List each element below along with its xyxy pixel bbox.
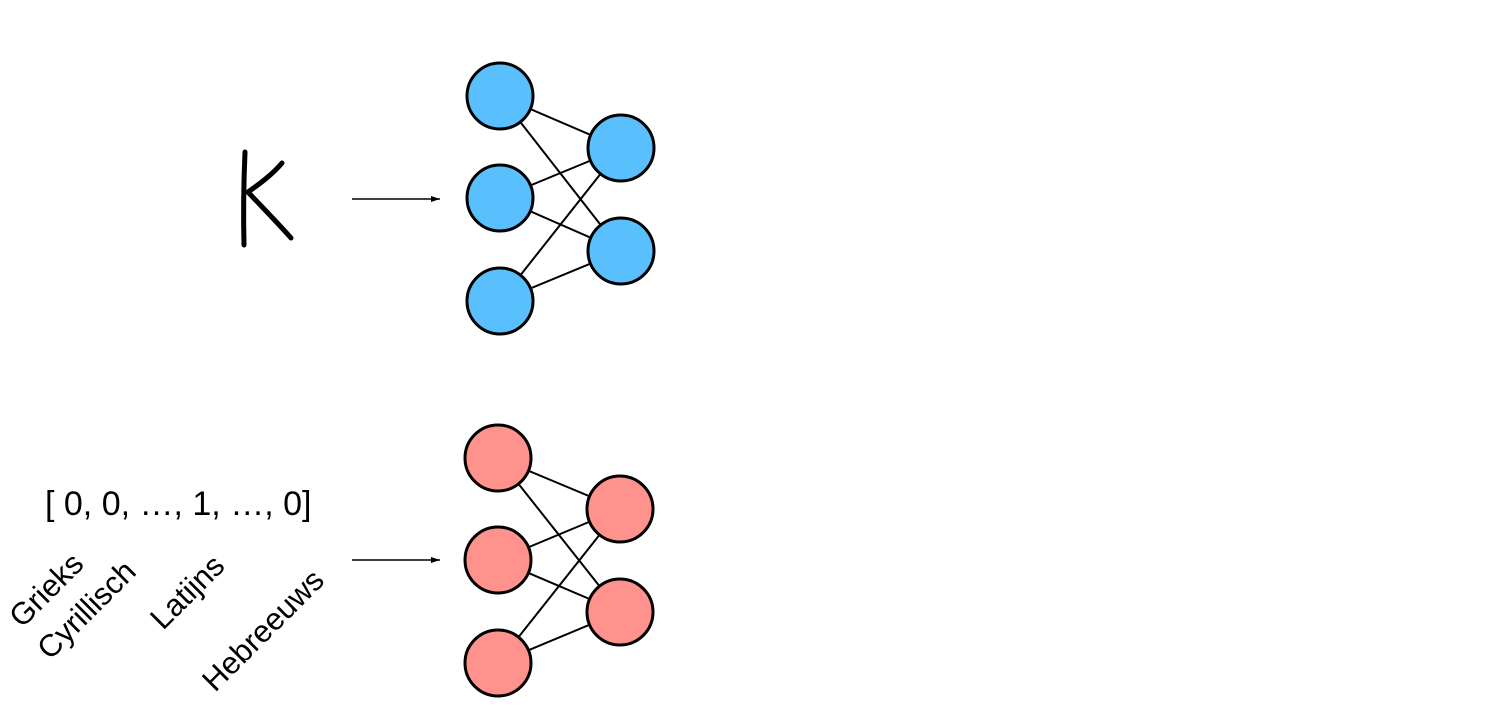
category-label-latijns: Latijns: [143, 548, 231, 636]
node-top-input-2: [465, 266, 535, 336]
node-top-input-0: [465, 61, 535, 131]
handwritten-letter-k-icon: [241, 149, 294, 248]
category-labels: Grieks Cyrillisch Latijns Hebreeuws: [2, 546, 331, 698]
neural-network-top: [465, 61, 656, 336]
node-bottom-input-1: [463, 525, 533, 595]
one-hot-vector: [ 0, 0, …, 1, …, 0]: [45, 485, 311, 523]
node-top-output-1: [586, 216, 656, 286]
node-top-input-1: [465, 163, 535, 233]
node-bottom-input-0: [463, 423, 533, 493]
node-bottom-output-1: [585, 577, 655, 647]
node-bottom-input-2: [463, 628, 533, 698]
neural-network-bottom: [463, 423, 655, 698]
node-top-output-0: [586, 113, 656, 183]
node-bottom-output-0: [585, 474, 655, 544]
